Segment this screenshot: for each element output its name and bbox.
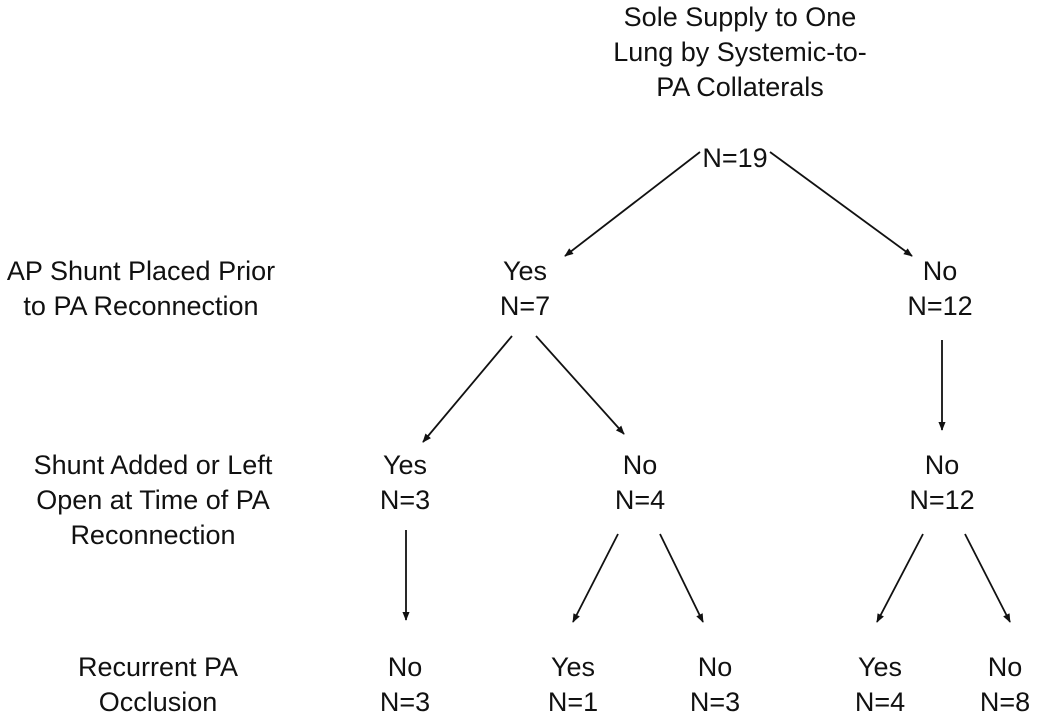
node-count: N=3	[379, 485, 431, 515]
arrow-root-to-yes	[564, 151, 701, 257]
arrow-no12-to-no8	[964, 533, 1011, 623]
node-l3-d: Yes N=4	[820, 650, 940, 720]
root-title-line: Sole Supply to One	[623, 2, 857, 32]
node-answer: No	[987, 652, 1023, 682]
arrow-yes7-to-no4	[535, 335, 625, 435]
node-count: N=4	[614, 485, 666, 515]
node-count: N=4	[854, 687, 906, 717]
node-answer: No	[387, 652, 423, 682]
row-label-line: Occlusion	[98, 687, 218, 717]
node-count: N=12	[909, 485, 975, 515]
node-l2-no: No N=4	[580, 448, 700, 518]
node-count: N=3	[689, 687, 741, 717]
arrow-yes7-to-yes3	[422, 335, 513, 443]
arrow-no4-to-no3	[659, 533, 704, 623]
row-label-line: Shunt Added or Left	[33, 450, 273, 480]
row-label-ap-shunt: AP Shunt Placed Prior to PA Reconnection	[0, 254, 282, 324]
arrow-root-to-no	[769, 151, 913, 257]
root-title: Sole Supply to One Lung by Systemic-to- …	[560, 0, 920, 105]
node-answer: Yes	[550, 652, 596, 682]
arrow-no12-to-yes4	[876, 533, 924, 623]
node-count: N=3	[379, 687, 431, 717]
node-l3-a: No N=3	[345, 650, 465, 720]
row-label-line: AP Shunt Placed Prior	[6, 256, 276, 286]
node-answer: No	[924, 450, 960, 480]
root-title-line: Lung by Systemic-to-	[613, 37, 867, 67]
node-l2-no-right: No N=12	[882, 448, 1002, 518]
row-label-line: Open at Time of PA	[36, 485, 270, 515]
node-answer: Yes	[382, 450, 428, 480]
node-answer: No	[922, 256, 958, 286]
row-label-line: Recurrent PA	[77, 652, 239, 682]
node-answer: Yes	[502, 256, 548, 286]
node-answer: No	[697, 652, 733, 682]
node-answer: Yes	[857, 652, 903, 682]
node-count: N=7	[499, 291, 551, 321]
node-l3-b: Yes N=1	[513, 650, 633, 720]
node-answer: No	[622, 450, 658, 480]
root-title-line: PA Collaterals	[656, 72, 824, 102]
row-label-shunt-added: Shunt Added or Left Open at Time of PA R…	[0, 448, 306, 553]
node-count: N=8	[979, 687, 1031, 717]
node-count: N=1	[547, 687, 599, 717]
arrow-no4-to-yes1	[572, 533, 619, 623]
row-label-line: to PA Reconnection	[23, 291, 259, 321]
row-label-recurrent: Recurrent PA Occlusion	[0, 650, 316, 720]
node-l3-e: No N=8	[962, 650, 1048, 720]
node-l3-c: No N=3	[655, 650, 775, 720]
node-l2-yes: Yes N=3	[345, 448, 465, 518]
node-l1-yes: Yes N=7	[465, 254, 585, 324]
row-label-line: Reconnection	[70, 520, 236, 550]
node-l1-no: No N=12	[880, 254, 1000, 324]
root-count: N=19	[702, 143, 768, 173]
node-count: N=12	[907, 291, 973, 321]
